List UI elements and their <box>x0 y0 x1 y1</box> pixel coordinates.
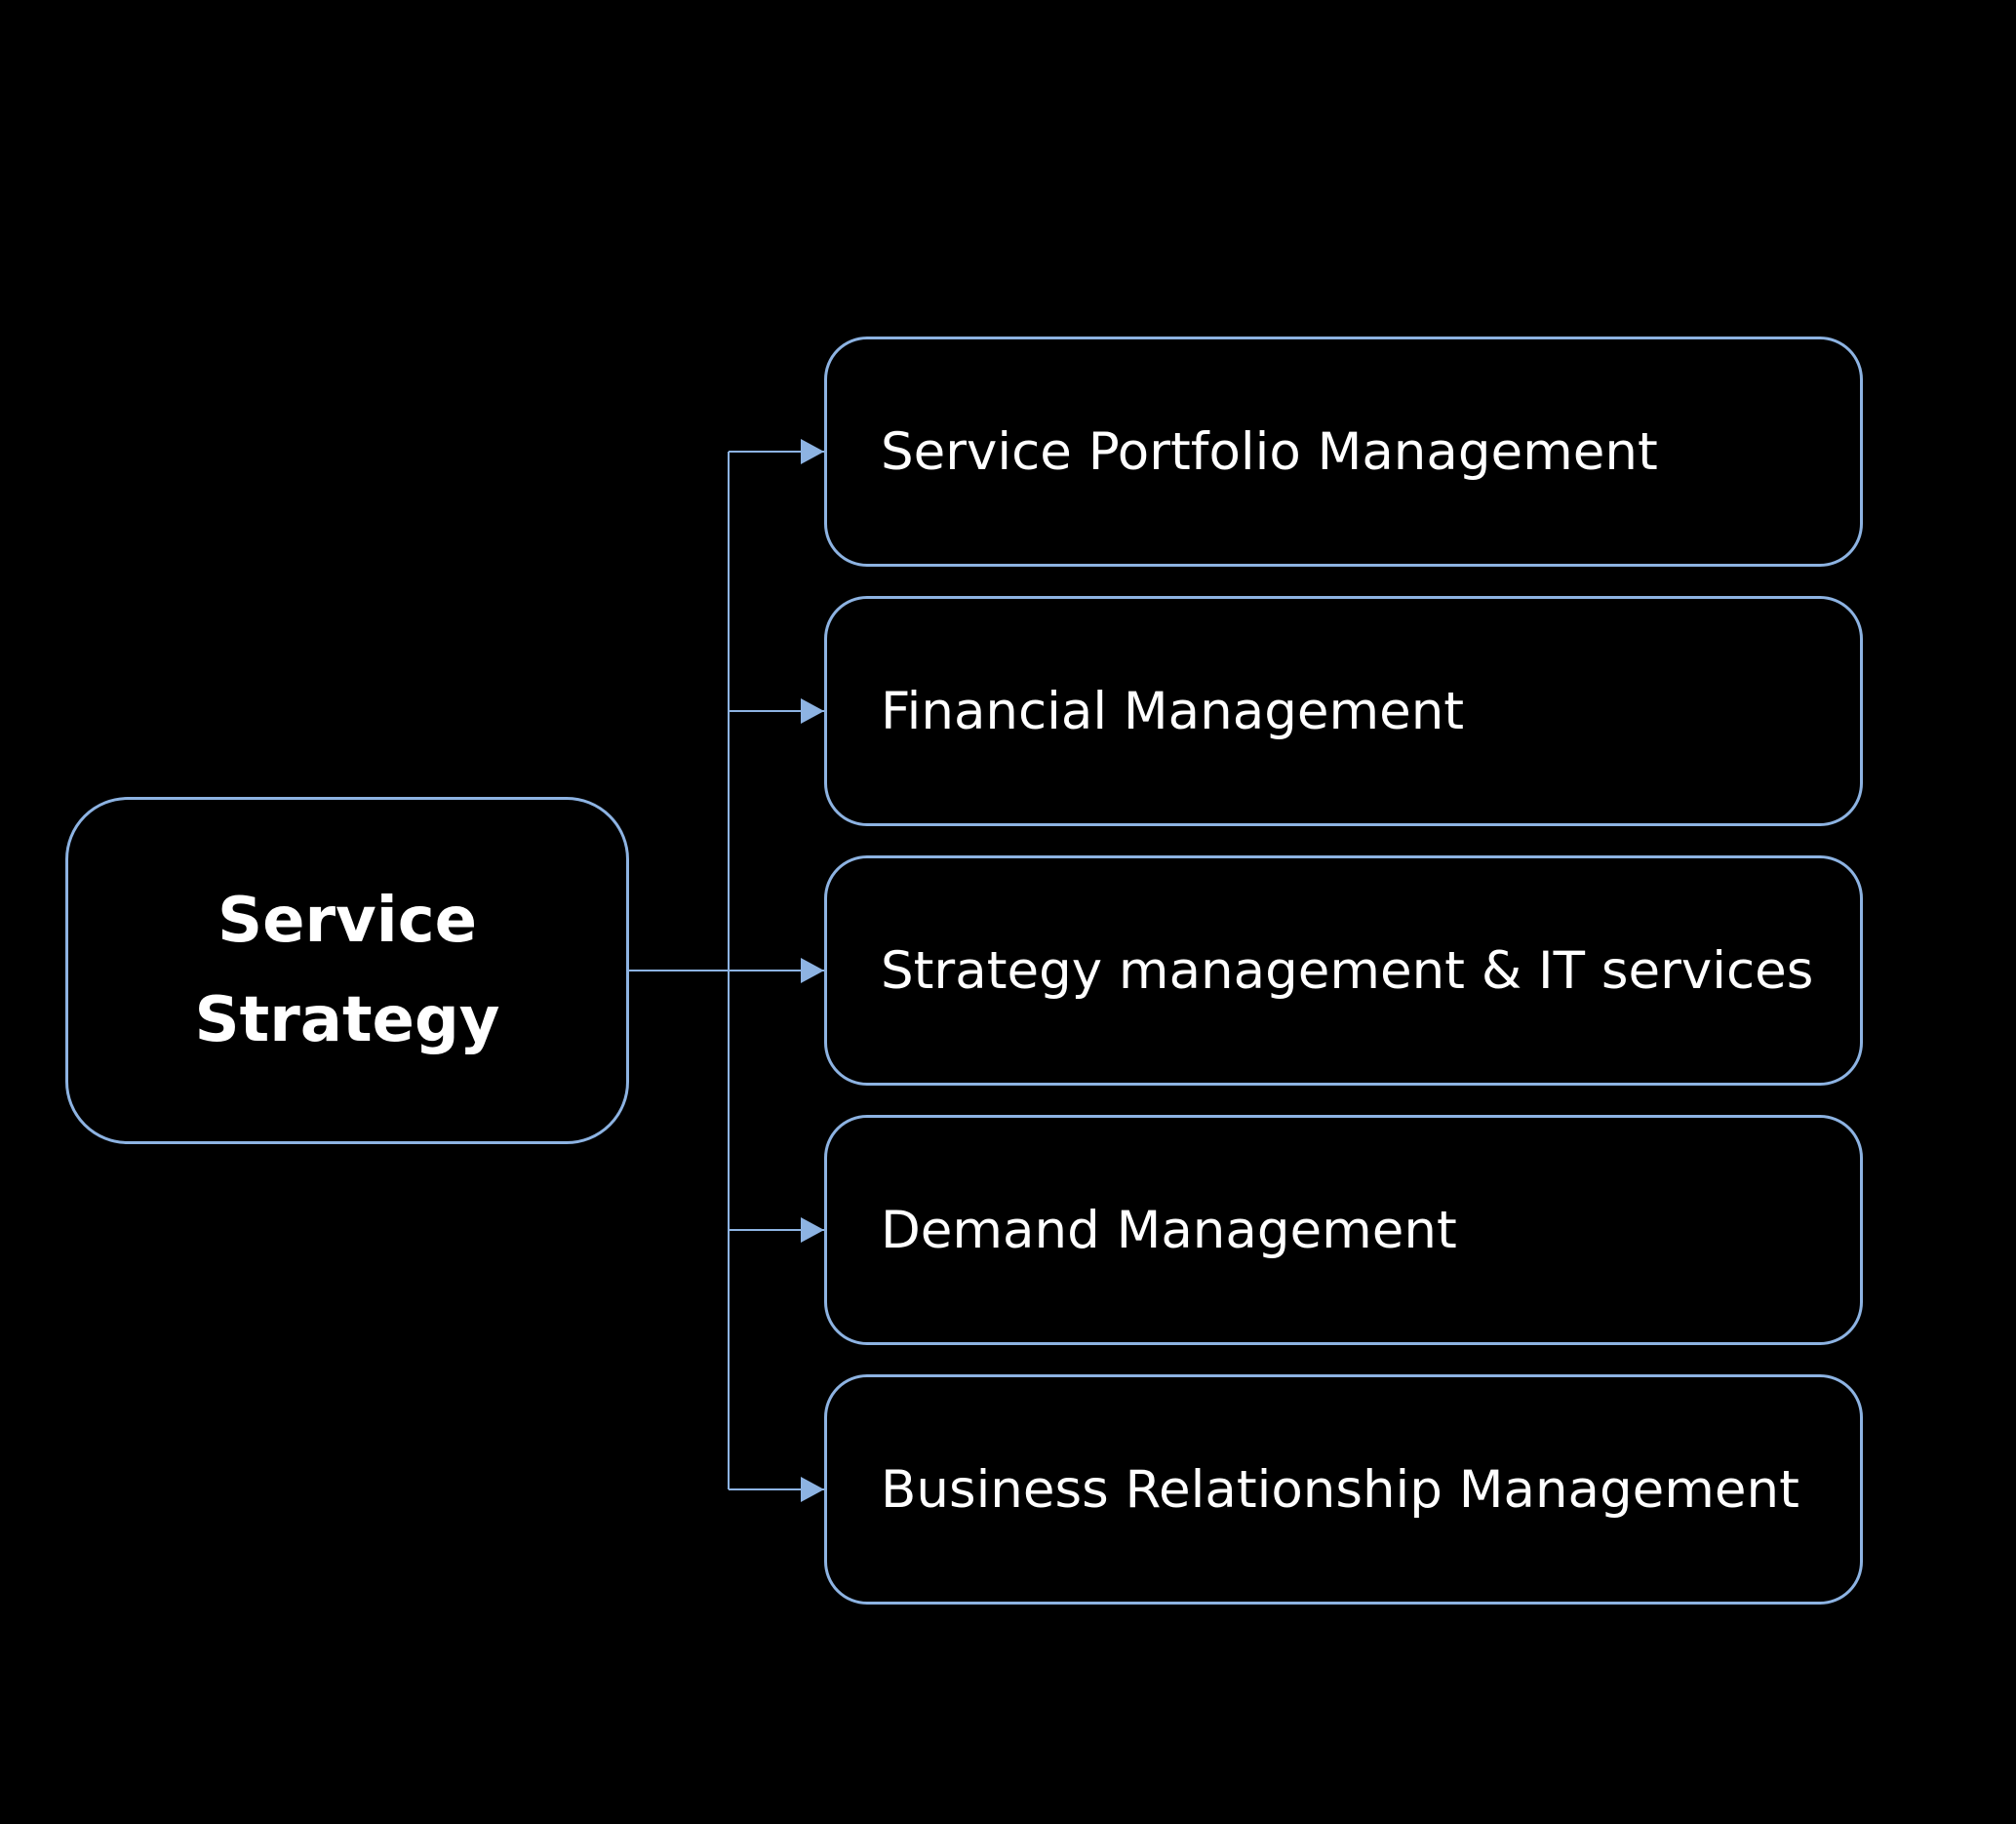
child-node-label: Strategy management & IT services <box>881 940 1814 1001</box>
root-node-service-strategy: Service Strategy <box>65 797 629 1144</box>
child-node-label: Business Relationship Management <box>881 1459 1799 1520</box>
child-node-label: Service Portfolio Management <box>881 421 1658 482</box>
arrowhead-5 <box>801 1477 824 1502</box>
arrowhead-1 <box>801 439 824 464</box>
child-node-service-portfolio-management: Service Portfolio Management <box>824 337 1863 567</box>
child-node-demand-management: Demand Management <box>824 1115 1863 1345</box>
child-node-label: Demand Management <box>881 1200 1457 1260</box>
arrowhead-2 <box>801 698 824 724</box>
arrowhead-3 <box>801 958 824 983</box>
arrowhead-4 <box>801 1217 824 1243</box>
child-node-business-relationship-management: Business Relationship Management <box>824 1374 1863 1605</box>
child-node-financial-management: Financial Management <box>824 596 1863 826</box>
child-node-label: Financial Management <box>881 681 1465 741</box>
child-node-strategy-management-it-services: Strategy management & IT services <box>824 855 1863 1086</box>
root-node-label: Service Strategy <box>194 885 500 1056</box>
